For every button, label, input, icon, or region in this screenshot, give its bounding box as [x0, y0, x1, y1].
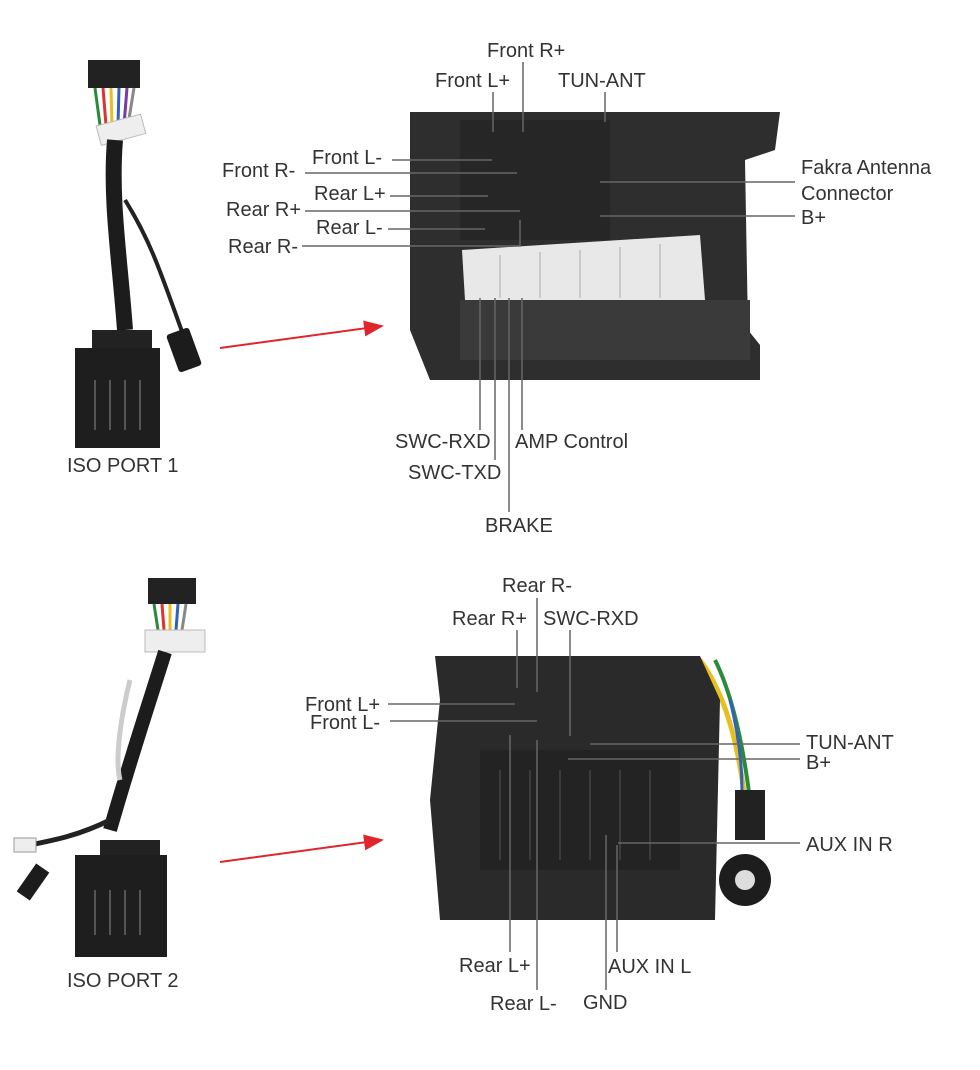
label-rear-l-plus-2: Rear L+	[459, 955, 531, 977]
red-arrow-1	[219, 320, 384, 349]
label-amp-control: AMP Control	[515, 431, 629, 453]
label-rear-r-minus: Rear R-	[228, 236, 299, 258]
label-front-l-plus-2: Front L+	[305, 694, 381, 716]
iso-port-2-title: ISO PORT 2	[67, 970, 179, 992]
label-aux-in-l: AUX IN L	[608, 956, 692, 978]
label-brake: BRAKE	[485, 515, 553, 537]
label-rear-l-minus-2: Rear L-	[490, 993, 557, 1015]
label-tun-ant: TUN-ANT	[558, 70, 646, 92]
label-aux-in-r: AUX IN R	[806, 834, 893, 856]
label-swc-txd: SWC-TXD	[408, 462, 502, 484]
iso-port-1-title: ISO PORT 1	[67, 455, 179, 477]
label-front-l-minus: Front L-	[312, 147, 383, 169]
iso-port-1-connector-image	[410, 112, 780, 380]
label-fakra-connector: Connector	[801, 183, 894, 205]
label-rear-r-plus: Rear R+	[226, 199, 302, 221]
label-gnd: GND	[583, 992, 628, 1014]
label-b-plus-2: B+	[806, 752, 832, 774]
label-rear-r-minus-2: Rear R-	[502, 575, 573, 597]
label-rear-l-minus: Rear L-	[316, 217, 383, 239]
label-front-r-plus: Front R+	[487, 40, 566, 62]
label-front-r-minus: Front R-	[222, 160, 296, 182]
label-front-l-plus: Front L+	[435, 70, 511, 92]
iso-port-2-cable-image	[13, 578, 206, 957]
label-swc-rxd-2: SWC-RXD	[543, 608, 639, 630]
label-swc-rxd: SWC-RXD	[395, 431, 491, 453]
port-2-leader-lines	[388, 598, 800, 990]
iso-port-1-cable-image	[75, 60, 202, 448]
label-b-plus: B+	[801, 207, 827, 229]
iso-port-2-connector-image	[410, 655, 780, 923]
red-arrow-2	[219, 834, 384, 863]
label-rear-r-plus-2: Rear R+	[452, 608, 528, 630]
label-tun-ant-2: TUN-ANT	[806, 732, 894, 754]
label-rear-l-plus: Rear L+	[314, 183, 386, 205]
port-1-leader-lines	[302, 62, 795, 512]
label-front-l-minus-2: Front L-	[310, 712, 381, 734]
label-fakra-antenna: Fakra Antenna	[801, 157, 932, 179]
